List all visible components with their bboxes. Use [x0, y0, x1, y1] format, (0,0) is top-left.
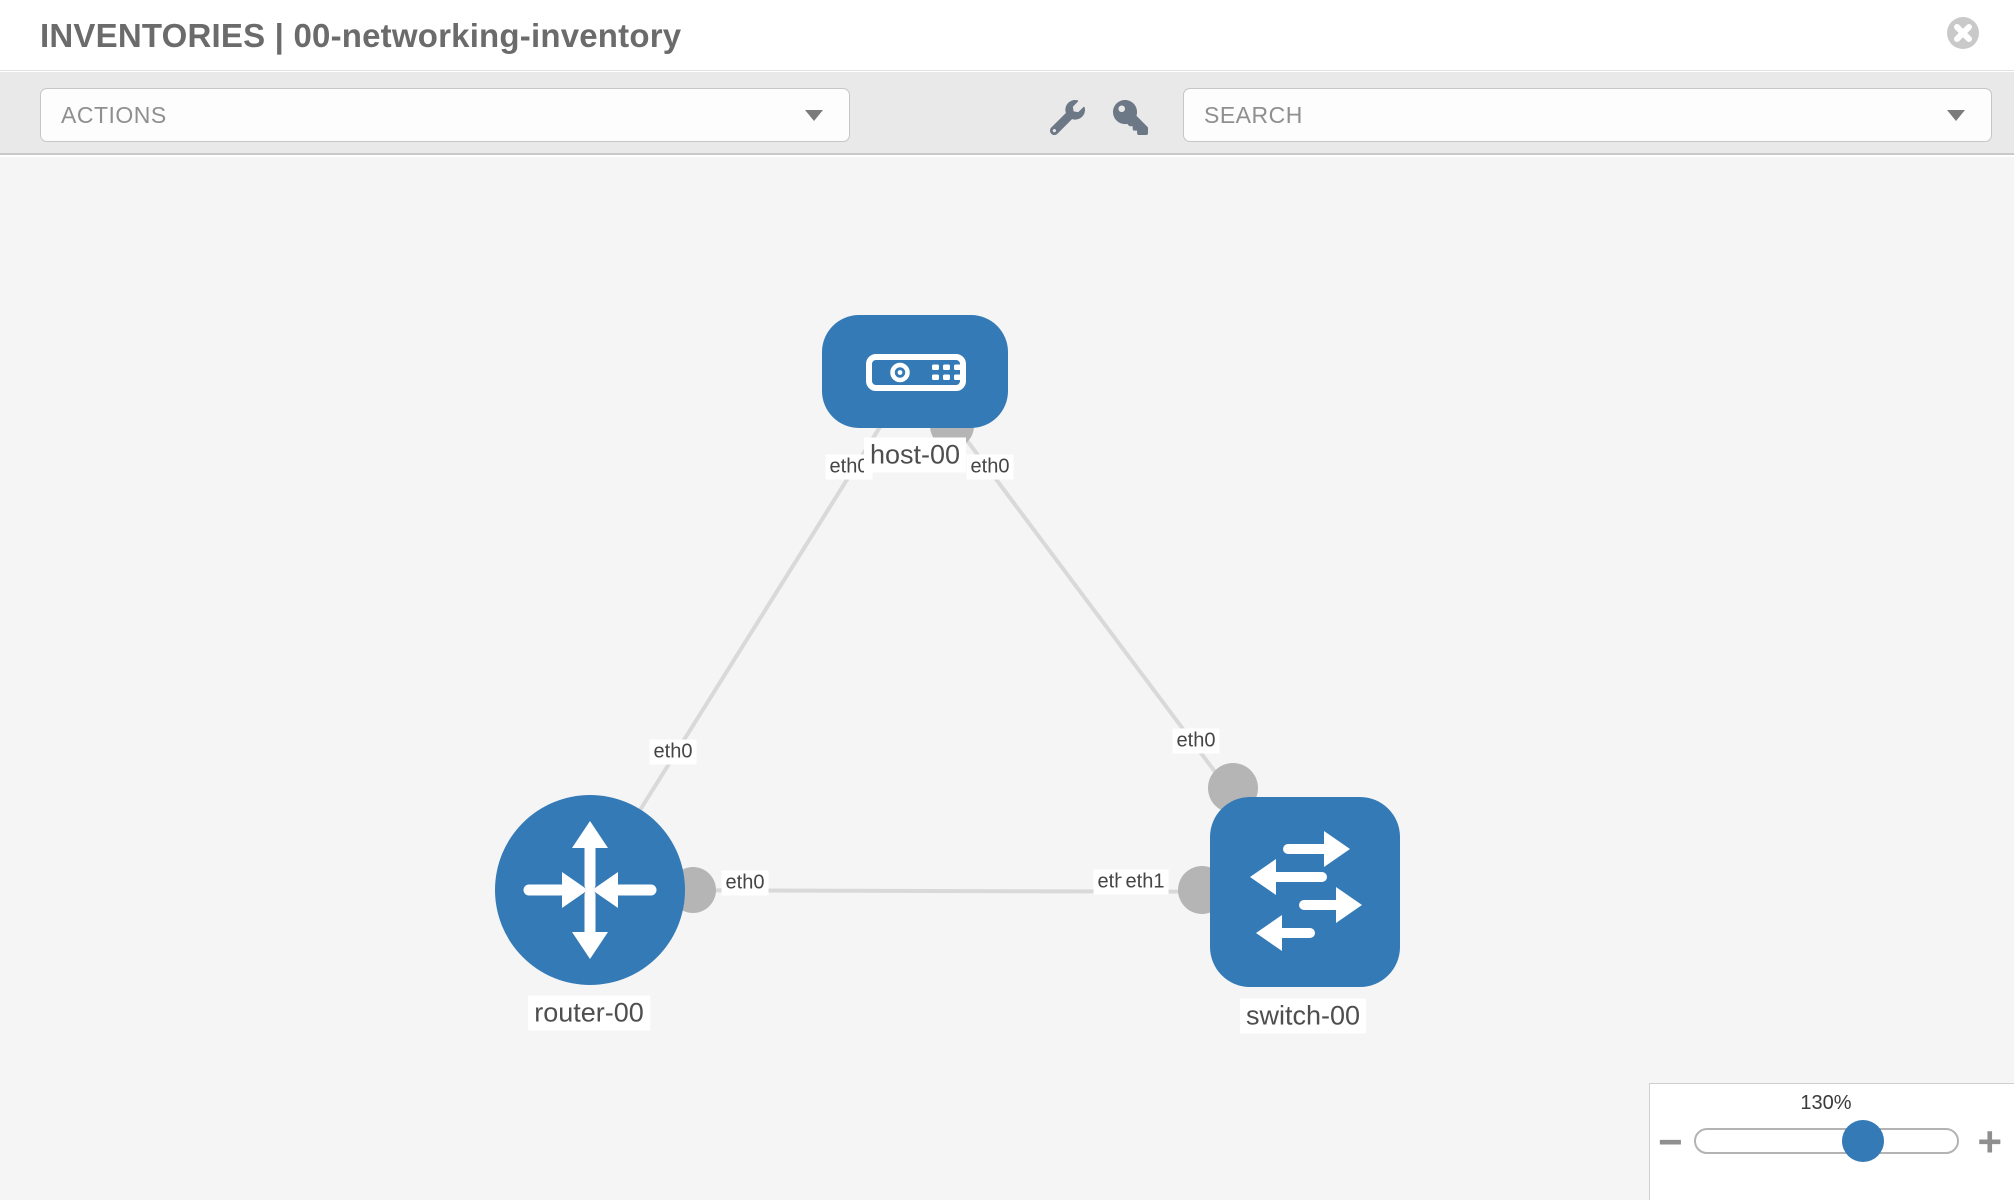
node-router-00[interactable]	[495, 795, 685, 985]
search-dropdown[interactable]: SEARCH	[1183, 88, 1992, 142]
interface-label: eth0	[649, 739, 697, 765]
interface-label: eth0	[966, 454, 1014, 480]
interface-label: eth0	[1172, 728, 1220, 754]
wrench-icon	[1049, 99, 1085, 135]
search-dropdown-label: SEARCH	[1204, 101, 1303, 128]
zoom-out-button[interactable]: −	[1658, 1118, 1683, 1165]
node-label-switch-00: switch-00	[1239, 998, 1367, 1034]
actions-dropdown-label: ACTIONS	[61, 101, 167, 128]
zoom-level: 130%	[1800, 1092, 1852, 1114]
toolbar: ACTIONS SEARCH	[0, 72, 2014, 155]
zoom-slider-thumb[interactable]	[1842, 1120, 1885, 1162]
interface-label: eth0	[721, 870, 769, 896]
close-button[interactable]	[1946, 16, 1980, 50]
chevron-down-icon	[1947, 110, 1965, 121]
chevron-down-icon	[805, 110, 823, 121]
node-label-host-00: host-00	[863, 437, 967, 473]
configure-button[interactable]	[1045, 97, 1089, 137]
page-title: INVENTORIES | 00-networking-inventory	[40, 17, 682, 54]
host-icon	[866, 353, 966, 391]
node-switch-00[interactable]	[1210, 797, 1400, 987]
actions-dropdown[interactable]: ACTIONS	[40, 88, 850, 142]
node-label-router-00: router-00	[528, 995, 650, 1031]
node-host-00[interactable]	[822, 314, 1008, 428]
zoom-in-button[interactable]: +	[1977, 1118, 2002, 1165]
topology-canvas[interactable]: host-00 router-00 switch-00 eth0 eth0 eth0 eth…	[0, 157, 2014, 1200]
topology-edges-layer	[588, 369, 1307, 914]
router-icon	[523, 821, 657, 959]
close-icon	[1947, 17, 1979, 49]
zoom-panel: 130% − +	[1649, 1083, 2014, 1200]
key-icon	[1112, 99, 1148, 135]
zoom-slider-track[interactable]	[1694, 1120, 1959, 1162]
switch-icon	[1250, 831, 1362, 951]
interface-label: eth1	[1121, 869, 1169, 895]
credentials-button[interactable]	[1108, 97, 1152, 137]
header: INVENTORIES | 00-networking-inventory	[0, 0, 2014, 71]
